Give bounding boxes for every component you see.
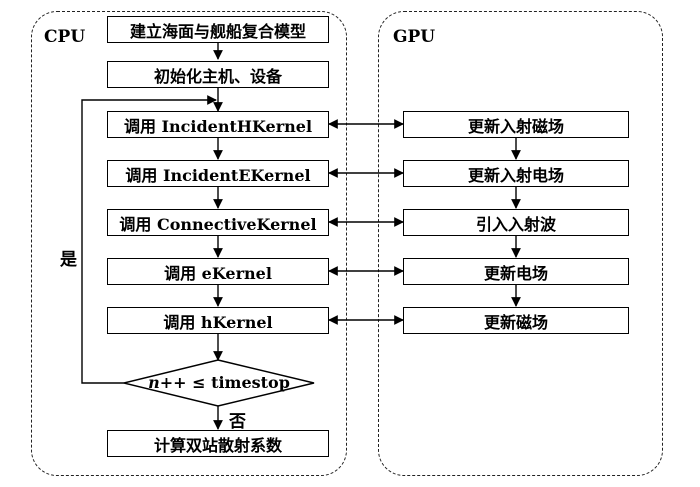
- build-model-step: 建立海面与舰船复合模型: [107, 16, 329, 43]
- cpu-region: [31, 11, 347, 476]
- cpu-label: CPU: [44, 27, 86, 47]
- h-kernel-step: 调用 hKernel: [107, 307, 329, 334]
- gpu-region: [378, 11, 663, 476]
- update-h-step: 更新磁场: [403, 307, 629, 334]
- condition-text: ++ ≤ timestop: [159, 373, 290, 392]
- decision-diamond: [123, 359, 315, 407]
- connective-kernel-step: 调用 ConnectiveKernel: [107, 209, 329, 236]
- update-incident-h-step: 更新入射磁场: [403, 111, 629, 138]
- incident-h-kernel-step: 调用 IncidentHKernel: [107, 111, 329, 138]
- compute-rcs-step: 计算双站散射系数: [107, 430, 329, 457]
- update-e-step: 更新电场: [403, 258, 629, 285]
- introduce-wave-step: 引入入射波: [403, 209, 629, 236]
- init-step: 初始化主机、设备: [107, 61, 329, 88]
- gpu-label: GPU: [393, 27, 436, 47]
- update-incident-e-step: 更新入射电场: [403, 160, 629, 187]
- yes-label: 是: [60, 250, 77, 270]
- incident-e-kernel-step: 调用 IncidentEKernel: [107, 160, 329, 187]
- loop-variable: n: [148, 373, 160, 392]
- no-label: 否: [229, 412, 246, 432]
- decision-condition: n++ ≤ timestop: [124, 373, 314, 392]
- e-kernel-step: 调用 eKernel: [107, 258, 329, 285]
